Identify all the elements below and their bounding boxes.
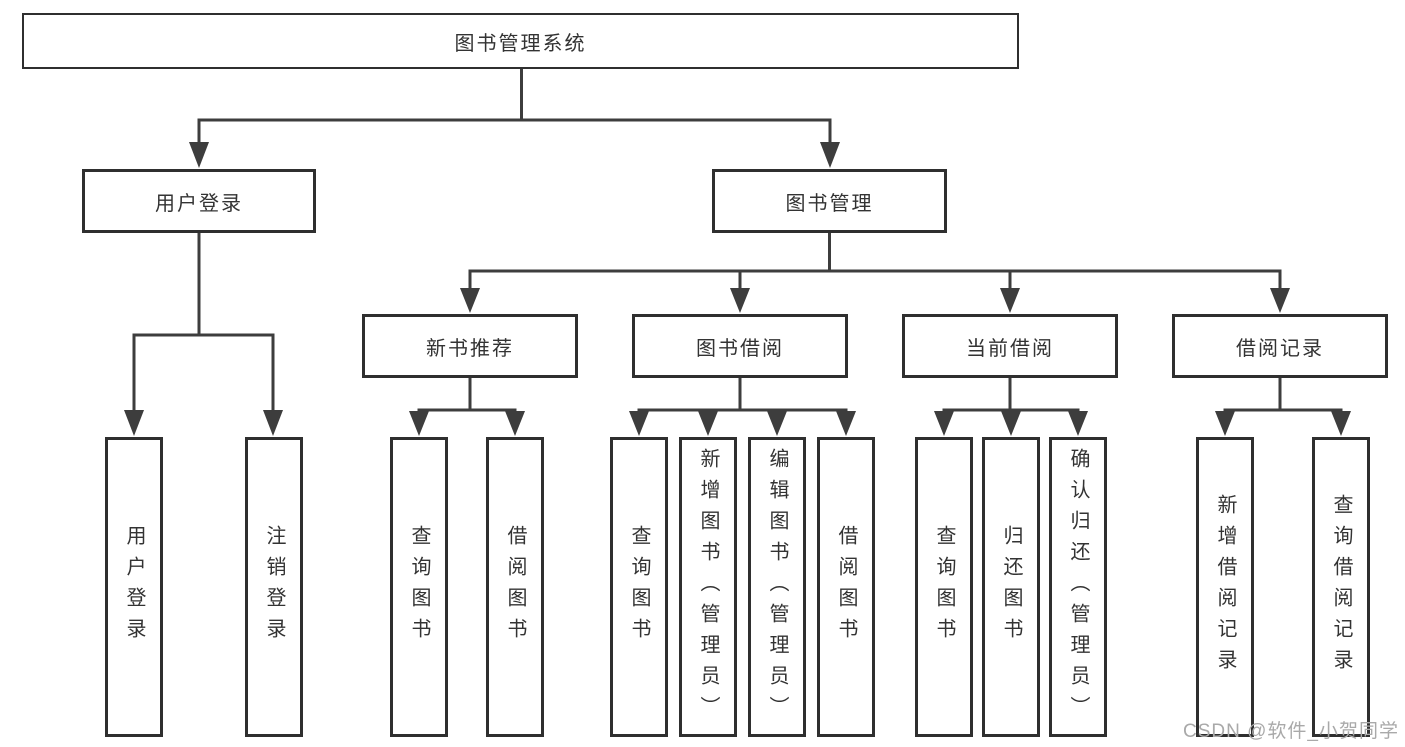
leaf-edit-books-admin-label: 编辑图书（管理员） [766, 447, 788, 727]
node-book-borrow: 图书借阅 [632, 314, 848, 378]
leaf-query-borrow-record: 查询借阅记录 [1312, 437, 1370, 737]
leaf-user-login: 用户登录 [105, 437, 163, 737]
node-book-management-label: 图书管理 [785, 192, 874, 215]
leaf-query-books-1-label: 查询图书 [408, 525, 430, 649]
node-root: 图书管理系统 [22, 13, 1019, 69]
leaf-logout: 注销登录 [245, 437, 303, 737]
leaf-add-borrow-record-label: 新增借阅记录 [1214, 494, 1236, 680]
node-book-borrow-label: 图书借阅 [696, 337, 784, 360]
node-book-management: 图书管理 [712, 169, 947, 233]
leaf-borrow-books-2: 借阅图书 [817, 437, 875, 737]
node-borrow-records-label: 借阅记录 [1236, 337, 1324, 360]
leaf-query-borrow-record-label: 查询借阅记录 [1330, 494, 1352, 680]
leaf-user-login-label: 用户登录 [123, 525, 145, 649]
leaf-query-books-1: 查询图书 [390, 437, 448, 737]
leaf-return-books-label: 归还图书 [1000, 525, 1022, 649]
node-current-borrow-label: 当前借阅 [966, 337, 1054, 360]
node-borrow-records: 借阅记录 [1172, 314, 1388, 378]
node-user-login: 用户登录 [82, 169, 316, 233]
leaf-add-books-admin: 新增图书（管理员） [679, 437, 737, 737]
leaf-borrow-books-1: 借阅图书 [486, 437, 544, 737]
leaf-logout-label: 注销登录 [263, 525, 285, 649]
node-new-book-recommend: 新书推荐 [362, 314, 578, 378]
csdn-watermark: CSDN @软件_小贺同学 [1183, 721, 1399, 742]
leaf-query-books-3: 查询图书 [915, 437, 973, 737]
node-root-label: 图书管理系统 [454, 32, 587, 55]
leaf-query-books-3-label: 查询图书 [933, 525, 955, 649]
leaf-query-books-2-label: 查询图书 [628, 525, 650, 649]
node-user-login-label: 用户登录 [155, 192, 243, 215]
leaf-borrow-books-1-label: 借阅图书 [504, 525, 526, 649]
node-new-book-recommend-label: 新书推荐 [426, 337, 514, 360]
leaf-query-books-2: 查询图书 [610, 437, 668, 737]
leaf-borrow-books-2-label: 借阅图书 [835, 525, 857, 649]
node-current-borrow: 当前借阅 [902, 314, 1118, 378]
leaf-add-books-admin-label: 新增图书（管理员） [697, 447, 719, 727]
leaf-edit-books-admin: 编辑图书（管理员） [748, 437, 806, 737]
leaf-confirm-return-admin: 确认归还（管理员） [1049, 437, 1107, 737]
leaf-add-borrow-record: 新增借阅记录 [1196, 437, 1254, 737]
leaf-return-books: 归还图书 [982, 437, 1040, 737]
leaf-confirm-return-admin-label: 确认归还（管理员） [1067, 447, 1089, 727]
